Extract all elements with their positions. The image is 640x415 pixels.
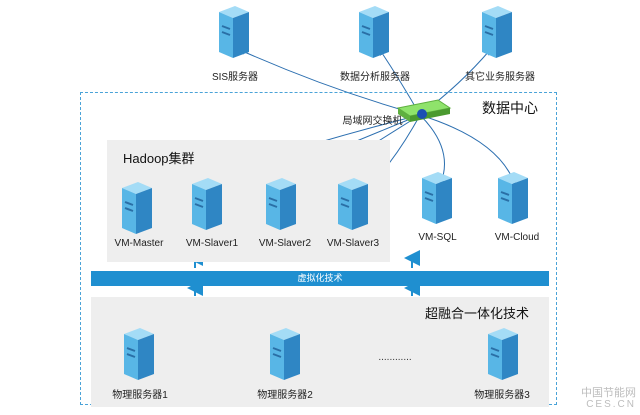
physical-server-1-label: 物理服务器1 [112, 390, 168, 401]
hyperconverged-title: 超融合一体化技术 [425, 306, 530, 321]
server-icon [338, 178, 368, 230]
server-icon [498, 172, 528, 224]
server-other [478, 4, 516, 65]
server-analysis-label: 数据分析服务器 [340, 72, 410, 83]
node-master [118, 180, 156, 241]
watermark: 中国节能网 CES.CN [526, 387, 636, 413]
switch-icon [396, 99, 452, 122]
virtualization-band: 虚拟化技术 [91, 271, 549, 286]
physical-server-3 [484, 326, 522, 387]
watermark-cn: 中国节能网 [581, 387, 636, 399]
physical-server-3-label: 物理服务器3 [474, 390, 530, 401]
server-icon [422, 172, 452, 224]
server-icon [124, 328, 154, 380]
vm-cloud-label: VM-Cloud [494, 232, 540, 243]
physical-server-2 [266, 326, 304, 387]
physical-server-2-label: 物理服务器2 [257, 390, 313, 401]
server-sis-label: SIS服务器 [211, 72, 259, 83]
vm-sql-label: VM-SQL [418, 232, 457, 243]
server-icon [219, 6, 249, 58]
node-slaver1 [188, 176, 226, 237]
vm-sql [418, 170, 456, 231]
server-icon [266, 178, 296, 230]
physical-layer-box [91, 297, 549, 407]
node-slaver2 [262, 176, 300, 237]
server-icon [482, 6, 512, 58]
node-slaver3-label: VM-Slaver3 [326, 238, 380, 249]
datacenter-title: 数据中心 [482, 100, 538, 116]
server-other-label: 其它业务服务器 [465, 72, 535, 83]
server-sis [215, 4, 253, 65]
server-icon [359, 6, 389, 58]
switch-label: 局域网交换机 [342, 116, 403, 127]
node-slaver1-label: VM-Slaver1 [185, 238, 239, 249]
physical-server-1 [120, 326, 158, 387]
vm-cloud [494, 170, 532, 231]
server-icon [192, 178, 222, 230]
node-master-label: VM-Master [114, 238, 164, 249]
server-analysis [355, 4, 393, 65]
ellipsis: ............ [378, 352, 412, 363]
hadoop-title: Hadoop集群 [123, 151, 195, 166]
server-icon [270, 328, 300, 380]
server-icon [122, 182, 152, 234]
node-slaver2-label: VM-Slaver2 [258, 238, 312, 249]
watermark-en: CES.CN [586, 399, 636, 410]
server-icon [488, 328, 518, 380]
node-slaver3 [334, 176, 372, 237]
